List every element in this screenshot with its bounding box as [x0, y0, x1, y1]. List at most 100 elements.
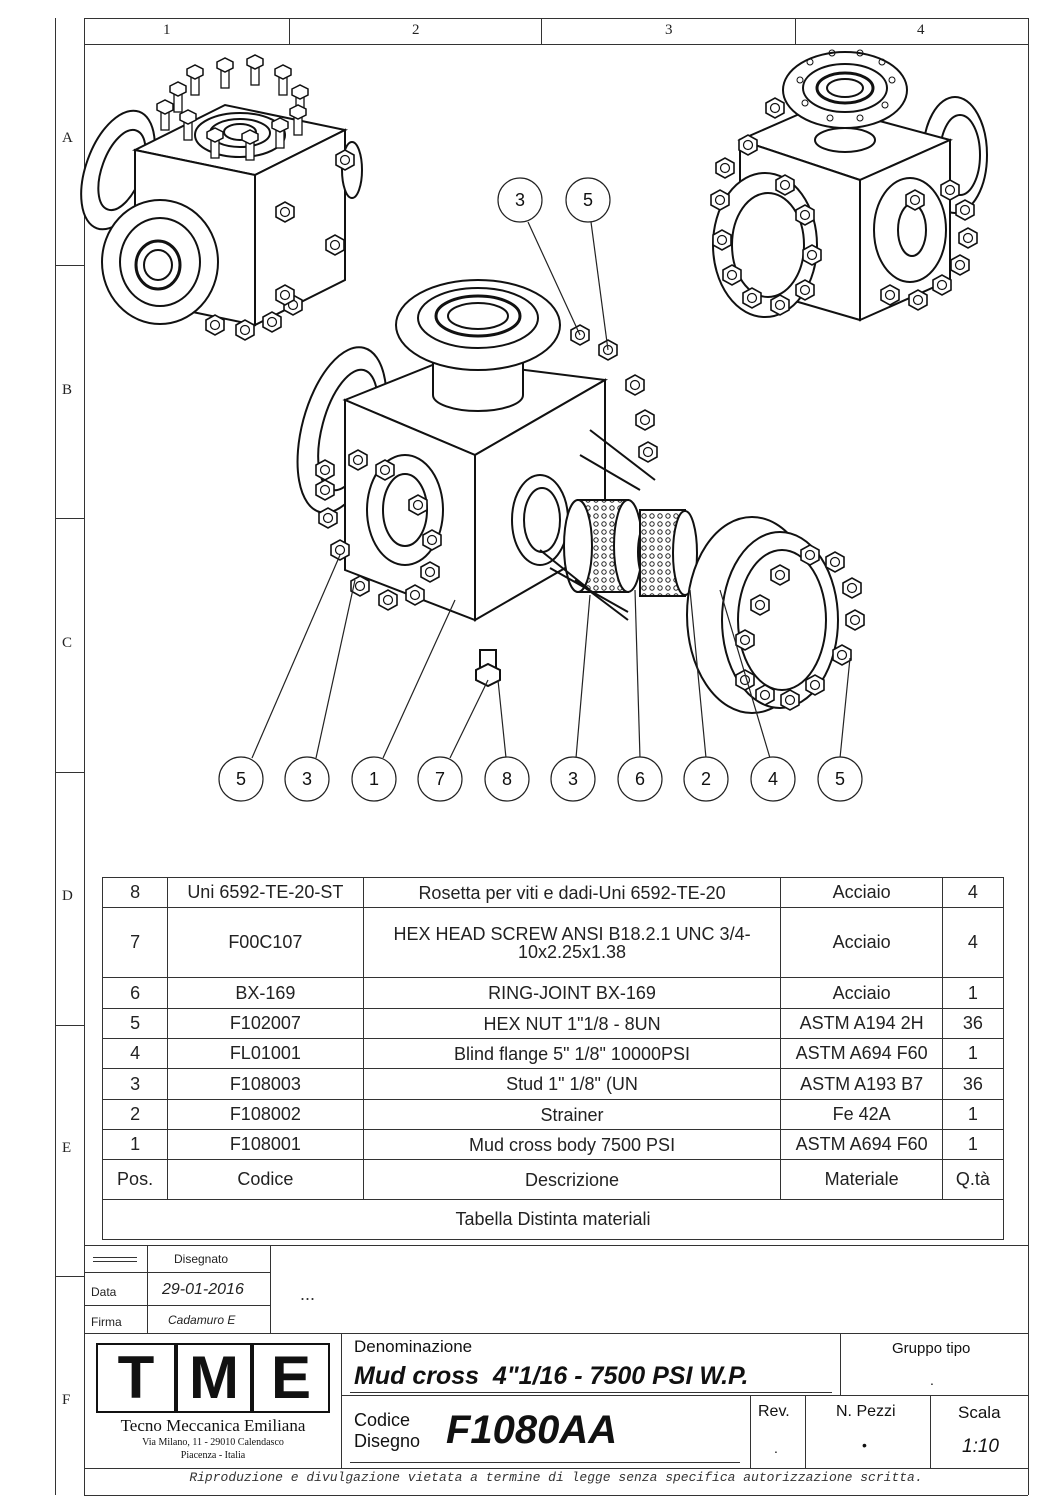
tb-disegnato-label: Disegnato — [174, 1252, 229, 1266]
tb-firma-value: Cadamuro E — [168, 1313, 236, 1327]
title-block-mid — [84, 1333, 1028, 1334]
balloon-label-bottom-2: 3 — [302, 769, 312, 789]
tb-data-value-cell: 29-01-2016 — [147, 1272, 271, 1306]
frame-right — [1028, 18, 1029, 1495]
denominazione-label: Denominazione — [354, 1337, 473, 1356]
bom-mat: Fe 42A — [780, 1099, 943, 1130]
drawing-area: 3 5 5 3 1 7 8 3 6 2 4 5 — [80, 49, 988, 802]
balloon-label-bottom-10: 5 — [835, 769, 845, 789]
balloon-label-bottom-3: 1 — [369, 769, 379, 789]
bom-code: Uni 6592-TE-20-ST — [167, 877, 364, 908]
balloon-label-bottom-7: 6 — [635, 769, 645, 789]
balloon-label-bottom-5: 8 — [502, 769, 512, 789]
bom-pos: 7 — [101, 907, 169, 978]
logo-letter-e: E — [252, 1343, 330, 1413]
bom-row: 4 FL01001 Blind flange 5" 1/8" 10000PSI … — [101, 1038, 1005, 1069]
pezzi-label: N. Pezzi — [836, 1403, 896, 1420]
tb-firma-value-cell: Cadamuro E — [147, 1305, 271, 1334]
tb-symbol-cell — [84, 1245, 148, 1273]
title-block-bottom — [84, 1468, 1028, 1469]
bom-code: BX-169 — [167, 977, 364, 1009]
bom-desc: Rosetta per viti e dadi-Uni 6592-TE-20 — [362, 877, 782, 908]
bom-table: 8 Uni 6592-TE-20-ST Rosetta per viti e d… — [101, 877, 1005, 1240]
bom-row: 8 Uni 6592-TE-20-ST Rosetta per viti e d… — [101, 877, 1005, 908]
balloon-bottom-6 — [550, 756, 596, 802]
bom-mat: ASTM A694 F60 — [780, 1038, 943, 1069]
balloon-labels: 3 5 5 3 1 7 8 3 6 2 4 5 — [236, 190, 845, 789]
balloon-bottom-4 — [417, 756, 463, 802]
bom-pos: 2 — [101, 1099, 169, 1130]
tb-divider-pezzi — [805, 1395, 806, 1468]
bom-mat: Acciaio — [780, 977, 943, 1009]
balloon-group — [218, 177, 863, 802]
bom-desc: Stud 1" 1/8" (UN — [362, 1068, 782, 1100]
bom-row: 2 F108002 Strainer Fe 42A 1 — [101, 1099, 1005, 1130]
codice-value: F1080AA — [446, 1408, 618, 1452]
tb-firma-label-cell: Firma — [84, 1305, 148, 1334]
bom-pos: 6 — [101, 977, 169, 1009]
zone-row-b: B — [62, 382, 73, 398]
balloon-bottom-3 — [351, 756, 397, 802]
tb-data-value: 29-01-2016 — [162, 1281, 244, 1298]
zone-column-4: 4 — [917, 22, 925, 38]
bom-qty: 1 — [941, 977, 1005, 1009]
bom-header-desc: Descrizione — [362, 1159, 782, 1200]
codice-label-1: Codice — [354, 1410, 411, 1430]
logo-letter-t: T — [96, 1343, 176, 1413]
bom-desc: Mud cross body 7500 PSI — [362, 1129, 782, 1160]
bom-pos: 3 — [101, 1068, 169, 1100]
zone-column-1: 1 — [163, 22, 171, 38]
zone-divider-3 — [795, 18, 796, 44]
row-divider-cd — [55, 772, 84, 773]
bom-qty: 4 — [941, 877, 1005, 908]
tb-divider-denominazione — [341, 1395, 1028, 1396]
bom-header-pos: Pos. — [101, 1159, 169, 1200]
bom-pos: 1 — [101, 1129, 169, 1160]
balloon-label-bottom-4: 7 — [435, 769, 445, 789]
bom-row: 3 F108003 Stud 1" 1/8" (UN ASTM A193 B7 … — [101, 1068, 1005, 1100]
bom-mat: Acciaio — [780, 877, 943, 908]
row-divider-bc — [55, 518, 84, 519]
bom-qty: 1 — [941, 1129, 1005, 1160]
company-name: Tecno Meccanica Emiliana — [120, 1416, 306, 1435]
balloon-top-1 — [497, 177, 543, 223]
row-divider-de — [55, 1025, 84, 1026]
balloon-bottom-5 — [484, 756, 530, 802]
bom-mat: ASTM A194 2H — [780, 1008, 943, 1039]
balloon-bottom-8 — [683, 756, 729, 802]
bom-qty: 1 — [941, 1099, 1005, 1130]
bom-mat: Acciaio — [780, 907, 943, 978]
zone-column-3: 3 — [665, 22, 673, 38]
zone-row-c: C — [62, 635, 73, 651]
bom-qty: 36 — [941, 1068, 1005, 1100]
tb-divider-rev — [750, 1395, 751, 1468]
zone-column-2: 2 — [412, 22, 420, 38]
balloon-label-bottom-6: 3 — [568, 769, 578, 789]
bom-pos: 4 — [101, 1038, 169, 1069]
tb-firma-label: Firma — [91, 1315, 122, 1329]
zone-divider-1 — [289, 18, 290, 44]
denominazione-underline — [350, 1392, 832, 1393]
iso-view-top-right-bolts — [710, 49, 978, 316]
bom-desc: HEX HEAD SCREW ANSI B18.2.1 UNC 3/4-10x2… — [362, 907, 782, 978]
row-divider-ef — [55, 1276, 84, 1277]
bom-pos: 5 — [101, 1008, 169, 1039]
balloon-bottom-1 — [218, 756, 264, 802]
balloon-label-top-2: 5 — [583, 190, 593, 210]
tb-divider-gruppo — [840, 1333, 841, 1395]
company-city: Piacenza - Italia — [180, 1450, 246, 1461]
bom-desc: HEX NUT 1"1/8 - 8UN — [362, 1008, 782, 1039]
codice-underline — [350, 1462, 740, 1463]
bom-desc: Blind flange 5" 1/8" 10000PSI — [362, 1038, 782, 1069]
bom-mat: ASTM A694 F60 — [780, 1129, 943, 1160]
title-block-top — [84, 1245, 1028, 1246]
zone-divider-2 — [541, 18, 542, 44]
iso-view-top-left — [80, 103, 363, 327]
scala-label: Scala — [958, 1403, 1001, 1422]
footer-notice: Riproduzione e divulgazione vietata a te… — [189, 1470, 923, 1485]
balloon-bottom-10 — [817, 756, 863, 802]
iso-view-top-right — [712, 51, 988, 322]
tb-divider-logo — [341, 1333, 342, 1468]
gruppo-value: . — [930, 1372, 934, 1388]
bom-header-code: Codice — [167, 1159, 364, 1200]
